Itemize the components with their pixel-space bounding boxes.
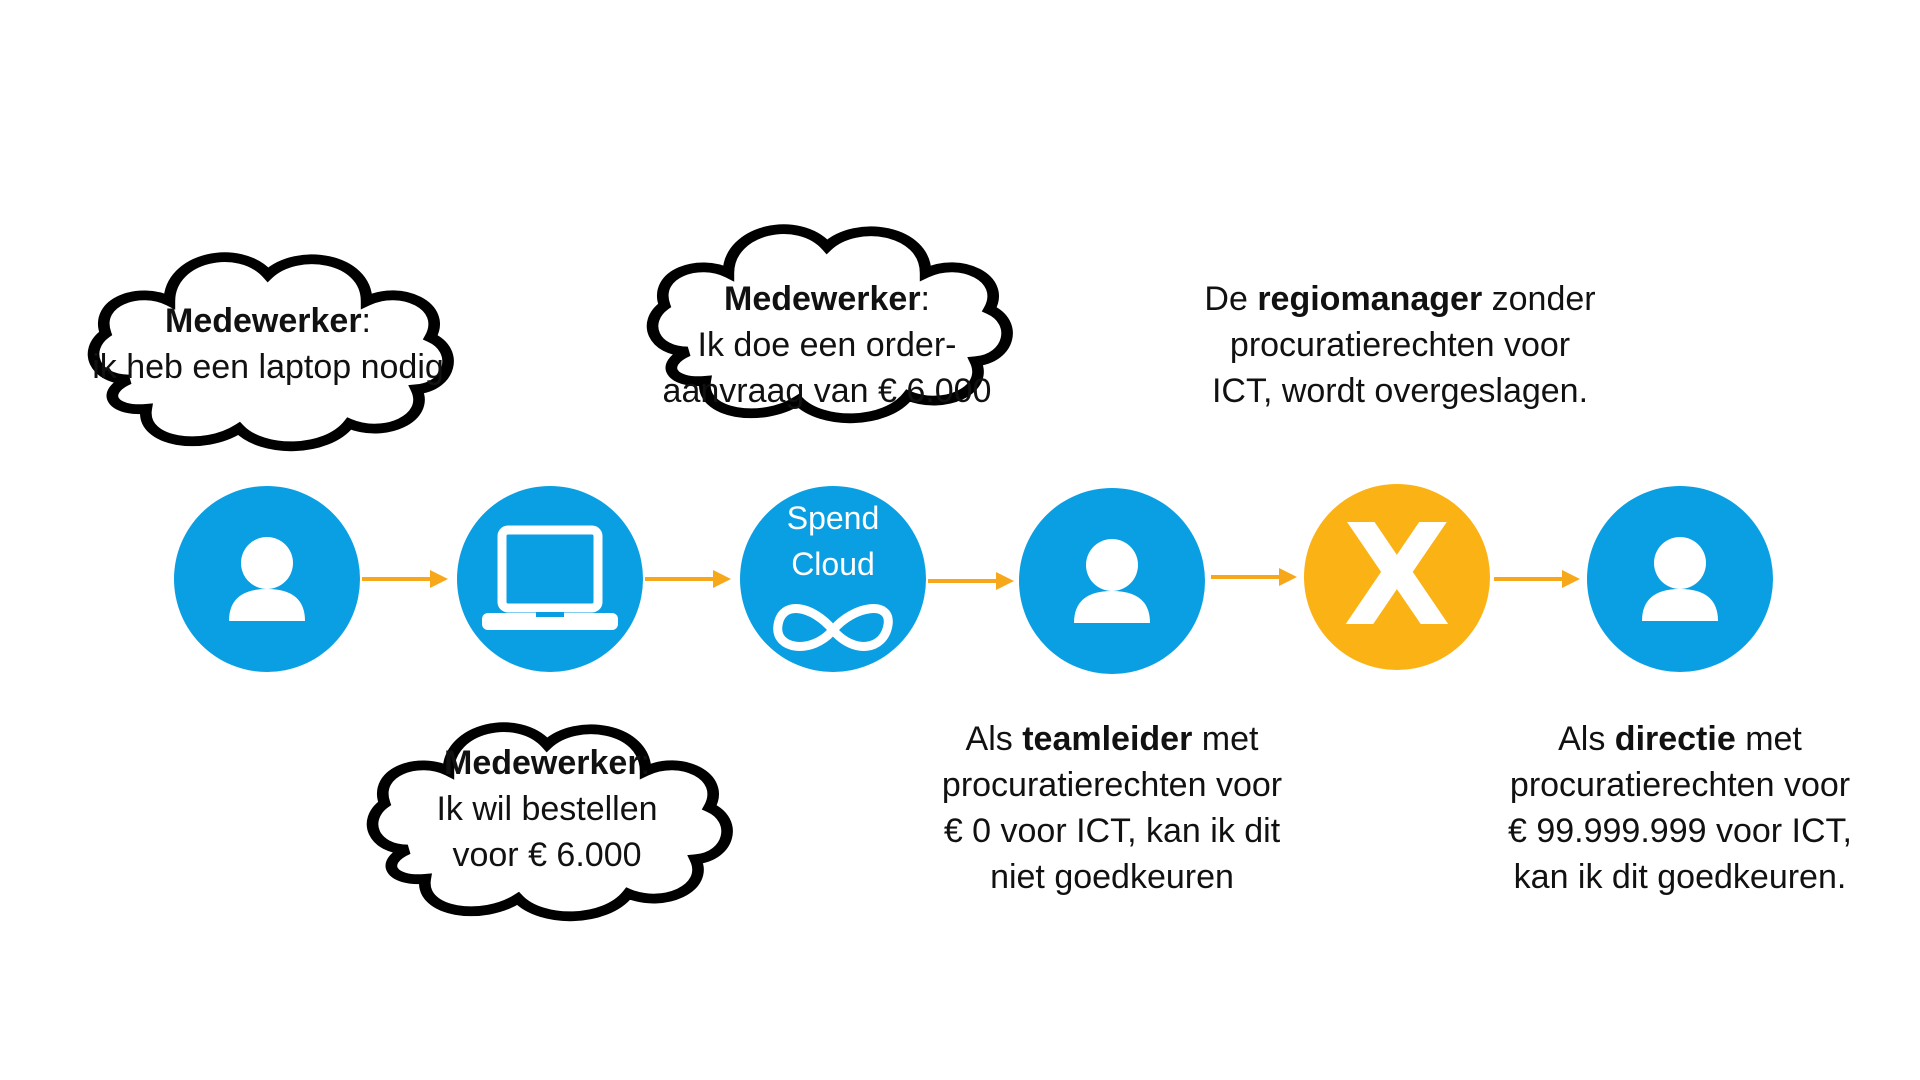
arrow-skipped-to-management	[1494, 570, 1580, 588]
cloud-line: ik heb een laptop nodig	[92, 348, 444, 386]
spendcloud-label-line1: Spend	[786, 500, 880, 536]
caption-teamleider: Als teamleider met procuratierechten voo…	[902, 716, 1322, 900]
arrow-employee-to-laptop	[362, 570, 448, 588]
cloud-role: Medewerker	[444, 744, 641, 782]
caption-line: procuratierechten voor	[1509, 766, 1851, 804]
cloud-role: Medewerker	[724, 280, 921, 318]
cloud-need-laptop-text: Medewerker: ik heb een laptop nodig	[68, 298, 468, 390]
caption-line: ICT, wordt overgeslagen.	[1211, 372, 1589, 410]
cloud-line: Ik doe een order-	[697, 326, 957, 364]
cloud-line: Ik wil bestellen	[436, 790, 658, 828]
arrow-laptop-to-spendcloud	[645, 570, 731, 588]
cloud-role: Medewerker	[165, 302, 362, 340]
spendcloud-label-line2: Cloud	[791, 546, 875, 582]
laptop-icon	[482, 525, 618, 630]
node-spendcloud	[740, 486, 926, 672]
caption-post: met	[1192, 720, 1259, 758]
caption-role: teamleider	[1022, 720, 1193, 758]
node-laptop	[457, 486, 643, 672]
person-icon	[1642, 537, 1718, 621]
cloud-line: voor € 6.000	[452, 836, 642, 874]
caption-pre: Als	[1558, 720, 1615, 758]
colon: :	[920, 280, 930, 318]
cloud-order-request-text: Medewerker: Ik doe een order- aanvraag v…	[627, 276, 1027, 414]
caption-pre: De	[1204, 280, 1258, 318]
caption-post: met	[1735, 720, 1802, 758]
caption-role: directie	[1614, 720, 1736, 758]
caption-regiomanager: De regiomanager zonder procuratierechten…	[1180, 276, 1620, 414]
infinity-logo-icon	[773, 604, 893, 651]
cloud-line: aanvraag van € 6.000	[662, 372, 992, 410]
cloud-want-order-text: Medewerker: Ik wil bestellen voor € 6.00…	[347, 740, 747, 878]
colon: :	[361, 302, 371, 340]
node-management	[1587, 486, 1773, 672]
caption-directie: Als directie met procuratierechten voor …	[1460, 716, 1900, 900]
x-icon: X	[1343, 495, 1451, 658]
node-teamleader	[1019, 488, 1205, 674]
caption-line: niet goedkeuren	[990, 858, 1234, 896]
arrow-spendcloud-to-teamleader	[928, 572, 1014, 590]
spendcloud-label: Spend Cloud	[753, 495, 913, 587]
node-employee	[174, 486, 360, 672]
caption-line: € 99.999.999 voor ICT,	[1507, 812, 1852, 850]
person-icon	[1074, 539, 1150, 623]
person-icon	[229, 537, 305, 621]
caption-post: zonder	[1482, 280, 1596, 318]
caption-line: procuratierechten voor	[941, 766, 1283, 804]
node-skipped	[1304, 484, 1490, 670]
caption-line: procuratierechten voor	[1229, 326, 1571, 364]
caption-line: kan ik dit goedkeuren.	[1513, 858, 1847, 896]
caption-pre: Als	[965, 720, 1023, 758]
caption-role: regiomanager	[1257, 280, 1483, 318]
colon: :	[640, 744, 650, 782]
caption-line: € 0 voor ICT, kan ik dit	[943, 812, 1281, 850]
arrow-teamleader-to-skipped	[1211, 568, 1297, 586]
